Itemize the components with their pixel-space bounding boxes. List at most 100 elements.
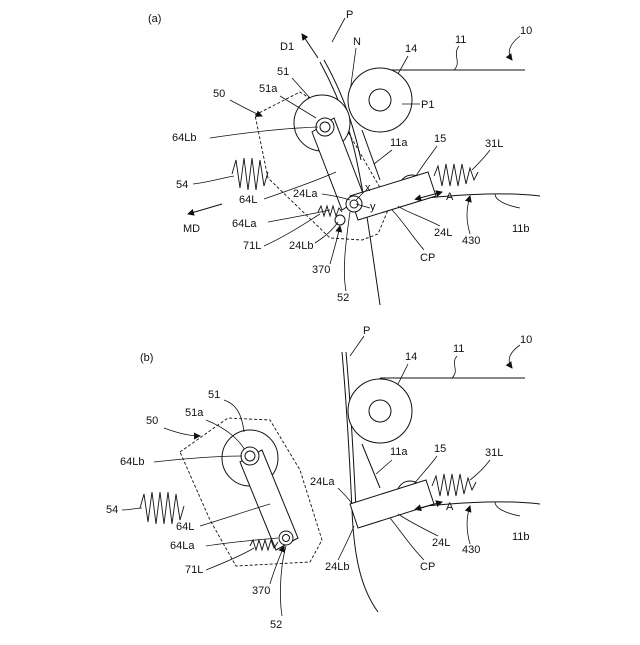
label-p1: P1 xyxy=(421,99,434,111)
label-11a-b: 11a xyxy=(390,446,408,458)
leader-430 xyxy=(467,196,470,234)
leader-14-b xyxy=(398,364,408,384)
frame-11b xyxy=(425,194,540,198)
spring-31l-b xyxy=(432,474,476,496)
label-11b-b: 11b xyxy=(512,531,530,543)
label-430-b: 430 xyxy=(462,544,480,556)
label-14: 14 xyxy=(405,43,417,55)
leader-11b-b xyxy=(495,502,520,516)
leader-54 xyxy=(193,176,234,184)
leader-11a xyxy=(374,150,392,164)
leader-15 xyxy=(416,146,437,176)
label-15: 15 xyxy=(434,133,446,145)
label-14-b: 14 xyxy=(405,351,417,363)
leader-24l xyxy=(398,206,440,226)
leader-64la xyxy=(268,210,330,222)
label-10: 10 xyxy=(520,25,532,37)
leader-52 xyxy=(344,212,350,291)
frame-11b-b xyxy=(425,502,540,506)
label-51a: 51a xyxy=(259,83,278,95)
pin-64lb xyxy=(316,118,334,136)
leader-51-b xyxy=(224,400,244,432)
guide-11a-b xyxy=(362,444,380,488)
label-a: A xyxy=(446,191,454,203)
label-51-b: 51 xyxy=(208,389,220,401)
label-64l: 64L xyxy=(239,194,257,206)
label-11b: 11b xyxy=(512,223,530,235)
leader-24lb-b xyxy=(338,526,354,560)
label-64l-b: 64L xyxy=(176,521,194,533)
label-24la-b: 24La xyxy=(310,476,335,488)
label-10-b: 10 xyxy=(520,334,532,346)
leader-31l xyxy=(472,150,490,170)
spring-54-b xyxy=(140,492,184,524)
label-24lb: 24Lb xyxy=(289,240,313,252)
label-24l-b: 24L xyxy=(432,537,450,549)
leader-24l-b xyxy=(398,514,438,536)
pin-24la xyxy=(346,196,362,212)
leader-11b xyxy=(495,194,520,208)
spring-31l xyxy=(434,164,478,186)
label-11a: 11a xyxy=(390,137,408,149)
leader-64la-b xyxy=(206,538,278,546)
pin-64la-b xyxy=(279,531,293,545)
label-n: N xyxy=(353,36,361,48)
label-64lb-b: 64Lb xyxy=(120,456,144,468)
label-430: 430 xyxy=(462,235,480,247)
leader-370 xyxy=(330,226,340,264)
label-370-b: 370 xyxy=(252,585,270,597)
pin-64lb-b xyxy=(241,447,259,465)
label-cp-b: CP xyxy=(420,561,435,573)
label-a-b: A xyxy=(446,501,454,513)
leader-10 xyxy=(509,36,520,60)
label-50: 50 xyxy=(213,88,225,100)
label-50-b: 50 xyxy=(146,415,158,427)
panel-b: (b) P 11 10 14 11a 11b 15 31L xyxy=(106,325,540,631)
roller-14 xyxy=(348,68,412,132)
label-31l-b: 31L xyxy=(485,447,503,459)
panel-a: (a) P D1 N 11 10 14 P1 11a 11b 50 xyxy=(148,9,540,305)
label-p: P xyxy=(346,9,353,21)
label-64la-b: 64La xyxy=(170,540,195,552)
spring-71l xyxy=(318,206,342,216)
label-71l-b: 71L xyxy=(185,564,203,576)
leader-24lb xyxy=(315,222,338,243)
leader-11a-b xyxy=(376,460,392,474)
label-11: 11 xyxy=(455,34,466,46)
leader-430-b xyxy=(467,506,470,544)
leader-50-b xyxy=(164,428,200,436)
md-arrow xyxy=(188,204,222,214)
label-cp: CP xyxy=(420,252,435,264)
leader-52-b xyxy=(280,546,286,616)
label-15-b: 15 xyxy=(434,443,446,455)
label-y: y xyxy=(370,201,376,213)
label-11-b: 11 xyxy=(453,343,464,355)
label-24lb-b: 24Lb xyxy=(325,561,349,573)
label-24la: 24La xyxy=(293,188,318,200)
roller-14-b xyxy=(348,379,412,443)
leader-11-b xyxy=(452,356,457,378)
leader-64l-b xyxy=(200,504,270,526)
label-31l: 31L xyxy=(485,138,503,150)
d1-arrow xyxy=(302,34,318,58)
panel-b-label: (b) xyxy=(140,352,153,364)
label-370: 370 xyxy=(312,264,330,276)
label-md: MD xyxy=(183,223,200,235)
leader-31l-b xyxy=(470,460,490,480)
label-d1: D1 xyxy=(280,41,294,53)
leader-24la-b xyxy=(338,488,352,504)
leader-51 xyxy=(292,78,310,98)
leader-cp-b xyxy=(390,518,424,560)
leader-54-b xyxy=(122,508,142,510)
spring-54 xyxy=(232,158,268,190)
leader-p-b xyxy=(350,336,364,356)
label-51a-b: 51a xyxy=(185,407,204,419)
panel-a-label: (a) xyxy=(148,13,161,25)
label-x: x xyxy=(365,182,371,194)
leader-50 xyxy=(230,100,262,116)
label-p-b: P xyxy=(363,325,370,337)
leader-71l-b xyxy=(206,548,254,570)
leader-11 xyxy=(454,46,459,70)
